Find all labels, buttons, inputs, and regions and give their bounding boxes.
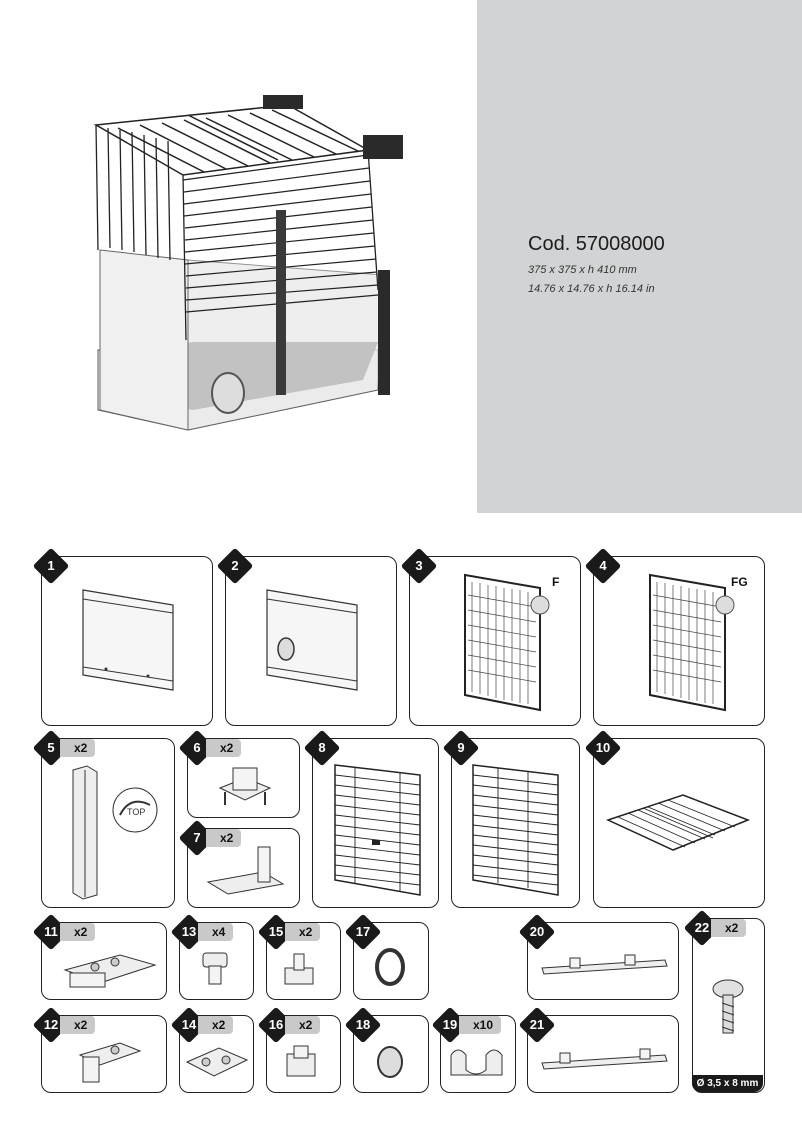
part-number: 1	[47, 558, 55, 573]
quantity-label: x2	[206, 739, 242, 757]
product-info-panel	[477, 0, 802, 513]
screw-spec-label: Ø 3,5 x 8 mm	[692, 1075, 763, 1092]
quantity-label: x10	[459, 1016, 502, 1034]
part-number: 9	[457, 740, 465, 755]
part-number: 22	[694, 920, 710, 935]
detail-callout: F	[552, 575, 560, 589]
wire-front-grille-illustration	[334, 764, 421, 896]
part-number: 17	[355, 924, 371, 939]
ring-illustration	[375, 948, 405, 986]
part-number: 3	[415, 558, 423, 573]
part-number: 2	[231, 558, 239, 573]
part-number: 10	[595, 740, 611, 755]
part-number: 15	[268, 924, 284, 939]
front-panel-illustration	[82, 589, 174, 691]
wire-clip-illustration	[450, 1049, 503, 1076]
part-number: 11	[44, 924, 58, 939]
front-panel-with-door-illustration	[266, 589, 358, 691]
part-number: 18	[355, 1017, 371, 1032]
corner-plate-illustration	[185, 1047, 249, 1077]
quantity-label: x2	[285, 1016, 321, 1034]
detail-callout: FG	[731, 575, 748, 589]
part-number: 5	[47, 740, 55, 755]
product-code: Cod. 57008000	[528, 233, 665, 255]
part-number: 7	[193, 830, 201, 845]
dimensions-imperial: 14.76 x 14.76 x h 16.14 in	[528, 283, 655, 295]
quantity-label: x2	[198, 1016, 234, 1034]
cap-illustration	[377, 1046, 403, 1078]
part-number: 20	[529, 924, 545, 939]
square-connector-illustration	[286, 1045, 316, 1077]
hinge-bracket-illustration	[63, 954, 157, 988]
hinge-plate-illustration	[78, 1042, 142, 1083]
rail-bracket-illustration	[541, 954, 668, 975]
cage-assembled-illustration	[93, 95, 403, 431]
part-box-7	[187, 828, 300, 908]
part-number: 6	[193, 740, 201, 755]
clip-illustration	[202, 952, 228, 985]
top-marking-text: TOP	[127, 807, 145, 817]
part-number: 19	[442, 1017, 458, 1032]
quantity-label: x2	[206, 829, 242, 847]
part-number: 13	[181, 924, 197, 939]
quantity-label: x2	[711, 919, 747, 937]
wire-side-grille-illustration	[472, 764, 559, 896]
wire-roof-illustration	[605, 794, 751, 851]
mesh-panel-illustration	[464, 573, 550, 712]
part-number: 8	[318, 740, 326, 755]
quantity-label: x2	[60, 923, 96, 941]
corner-post-illustration: TOP	[72, 765, 158, 900]
joint-connector-illustration	[284, 953, 314, 985]
rail-bracket-illustration	[541, 1048, 668, 1070]
part-number: 16	[268, 1017, 284, 1032]
quantity-label: x2	[60, 1016, 96, 1034]
quantity-label: x4	[198, 923, 234, 941]
part-number: 4	[599, 558, 607, 573]
quantity-label: x2	[60, 739, 96, 757]
screw-illustration	[712, 979, 744, 1034]
part-number: 14	[181, 1017, 197, 1032]
part-number: 21	[529, 1017, 545, 1032]
dimensions-metric: 375 x 375 x h 410 mm	[528, 264, 637, 276]
part-number: 12	[43, 1017, 59, 1032]
mesh-panel-illustration	[649, 573, 735, 712]
foot-bracket-illustration	[206, 846, 285, 895]
quantity-label: x2	[285, 923, 321, 941]
connector-illustration	[218, 767, 272, 805]
